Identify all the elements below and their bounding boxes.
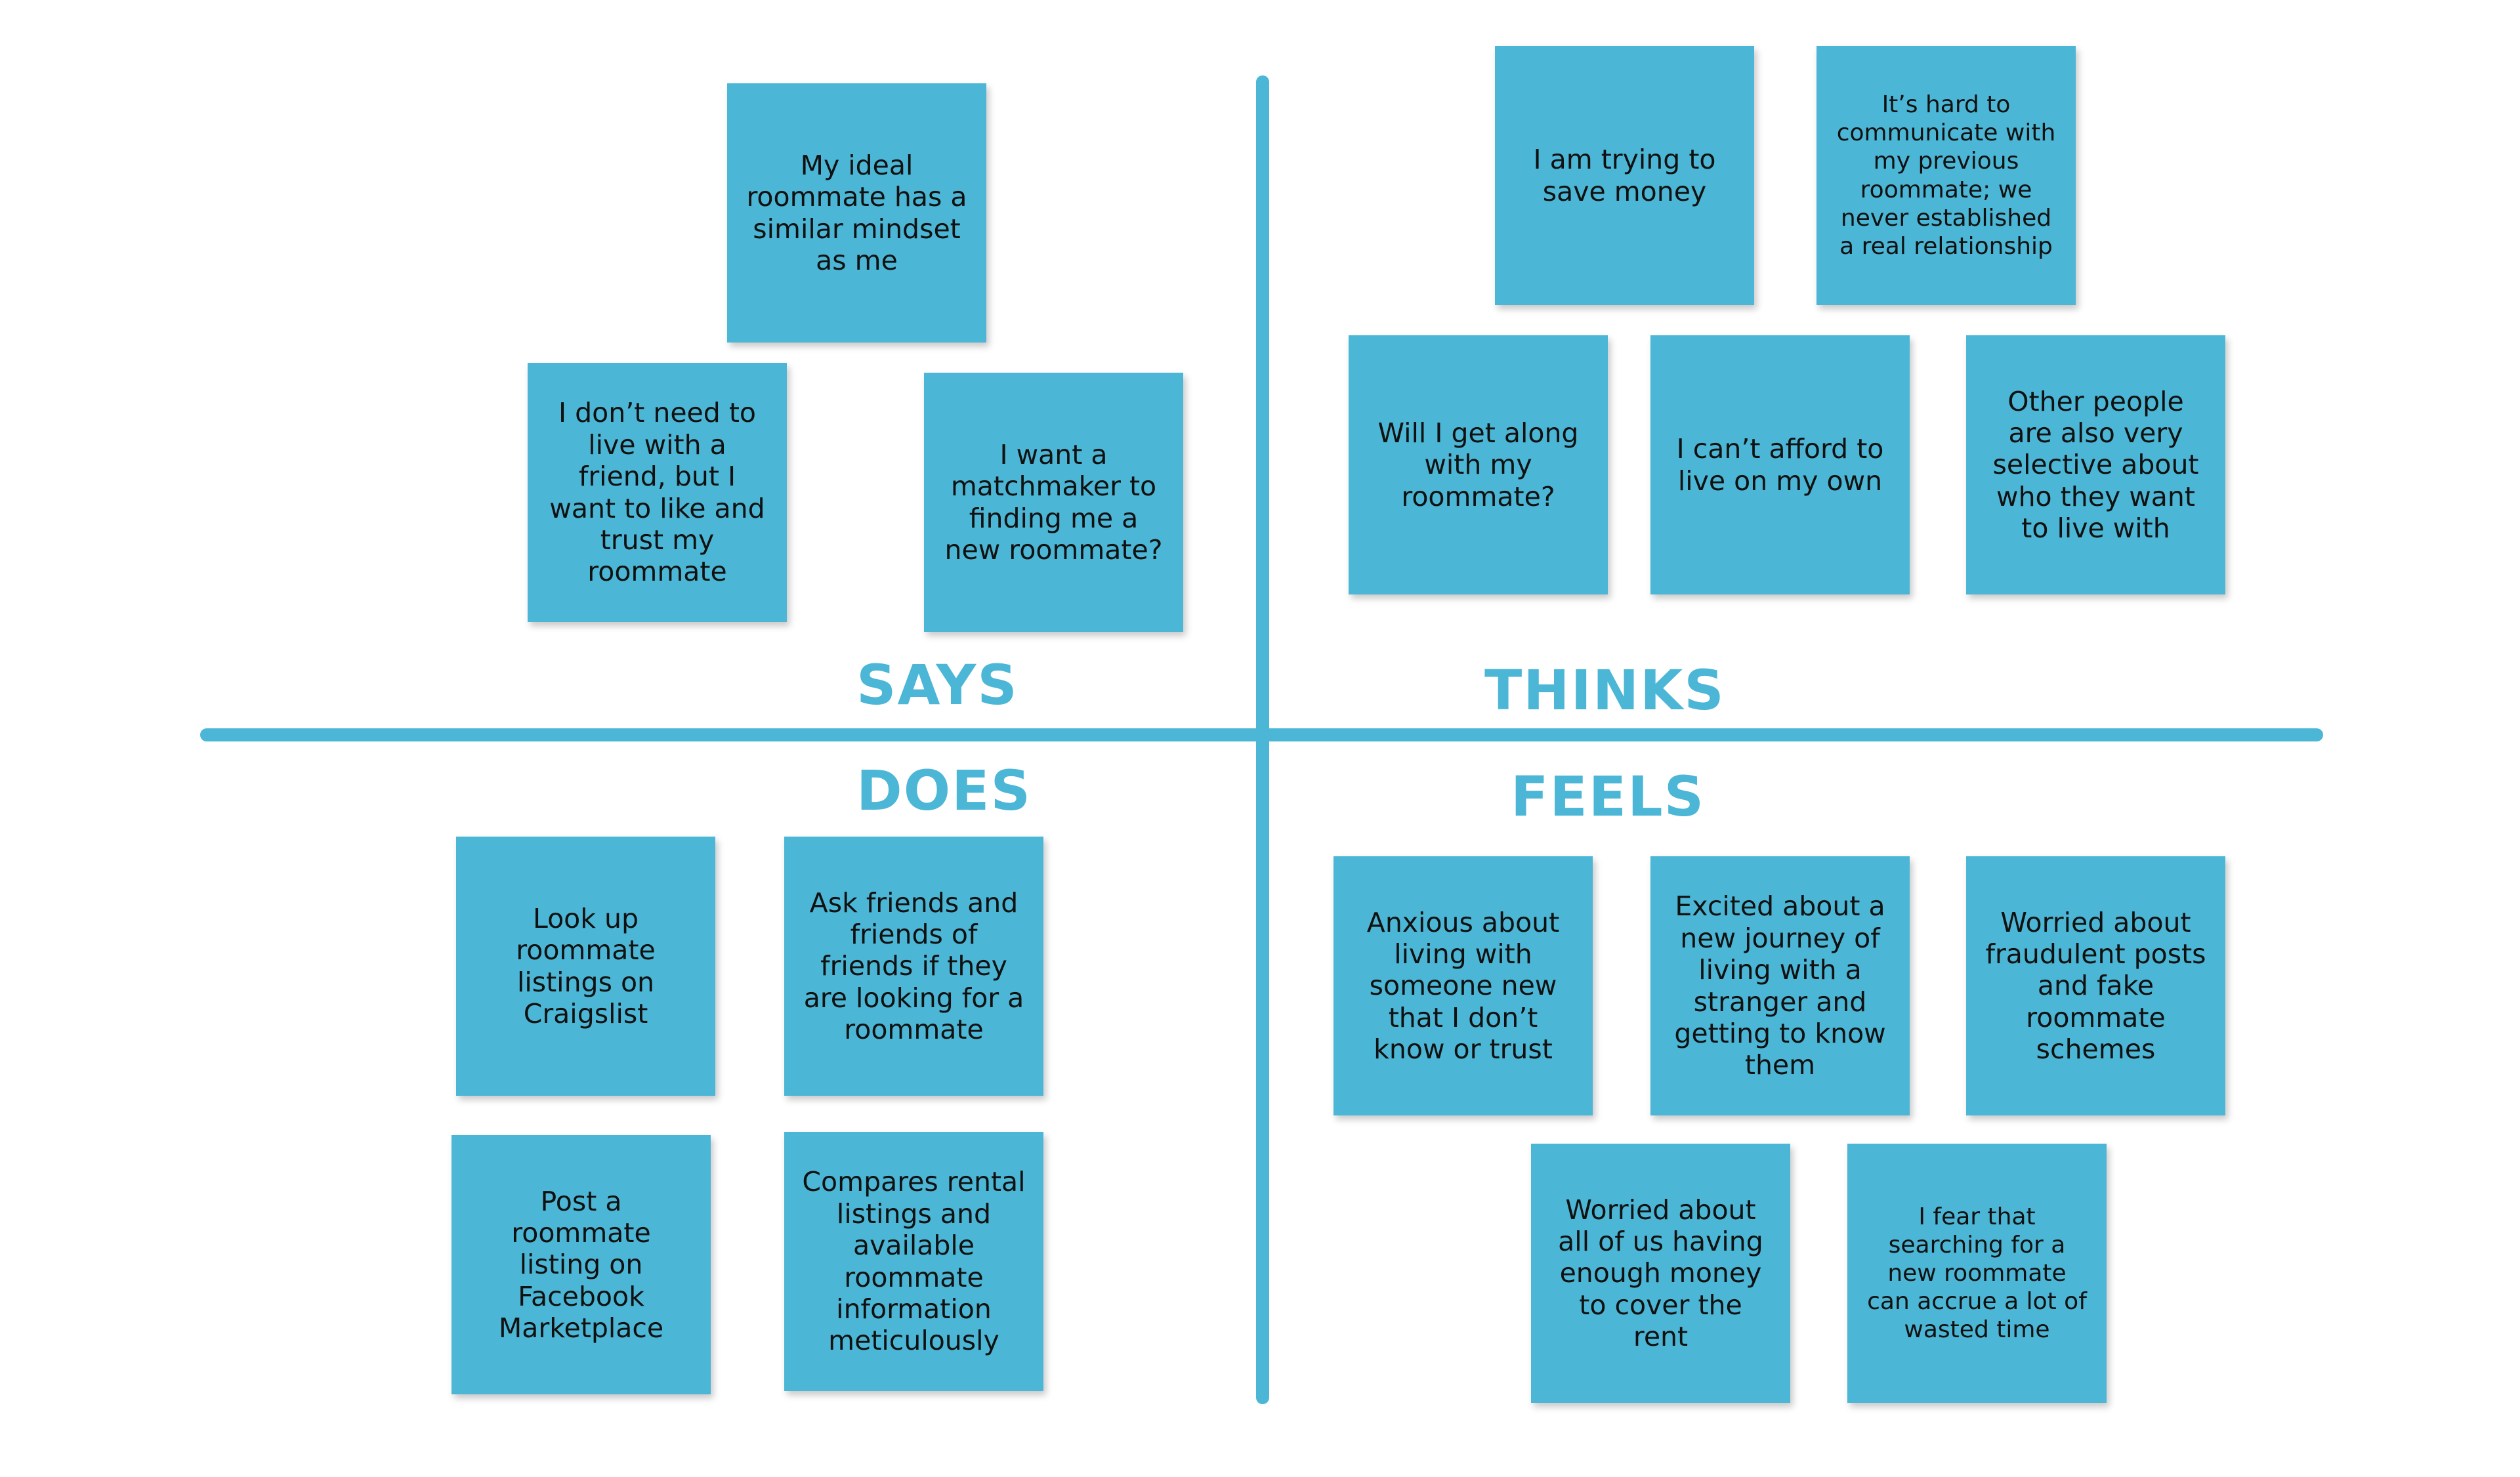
says-note-matchmaker[interactable]: I want a matchmaker to finding me a new … [924,373,1183,632]
thinks-note-get-along[interactable]: Will I get along with my roommate? [1349,335,1608,594]
does-label: DOES [856,759,1032,823]
says-note-ideal-roommate[interactable]: My ideal roommate has a similar mindset … [727,83,986,343]
feels-note-anxious[interactable]: Anxious about living with someone new th… [1334,856,1593,1115]
thinks-label: THINKS [1484,658,1725,722]
feels-note-wasted-time[interactable]: I fear that searching for a new roommate… [1847,1144,2107,1403]
feels-note-excited[interactable]: Excited about a new journey of living wi… [1650,856,1910,1115]
does-note-ask-friends[interactable]: Ask friends and friends of friends if th… [784,837,1043,1096]
does-note-compares-listings[interactable]: Compares rental listings and available r… [784,1132,1043,1391]
thinks-note-save-money[interactable]: I am trying to save money [1495,46,1754,305]
says-label: SAYS [856,653,1018,717]
thinks-note-hard-to-communicate[interactable]: It’s hard to communicate with my previou… [1816,46,2076,305]
feels-note-worried-fraud[interactable]: Worried about fraudulent posts and fake … [1966,856,2225,1115]
horizontal-axis [200,728,2323,741]
feels-label: FEELS [1511,764,1706,829]
feels-note-worried-rent[interactable]: Worried about all of us having enough mo… [1531,1144,1790,1403]
says-note-like-and-trust[interactable]: I don’t need to live with a friend, but … [528,363,787,622]
does-note-craigslist[interactable]: Look up roommate listings on Craigslist [456,837,715,1096]
thinks-note-cant-afford[interactable]: I can’t afford to live on my own [1650,335,1910,594]
thinks-note-selective[interactable]: Other people are also very selective abo… [1966,335,2225,594]
does-note-facebook-marketplace[interactable]: Post a roommate listing on Facebook Mark… [452,1135,711,1394]
